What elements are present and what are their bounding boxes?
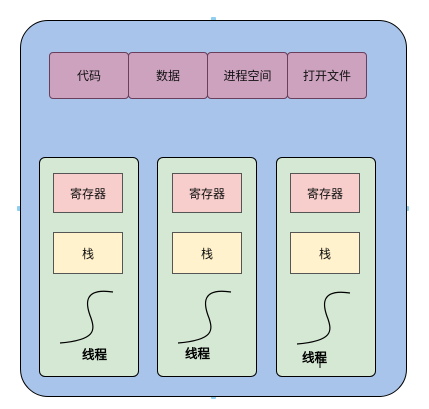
register-box-2[interactable]: 寄存器 [172, 173, 242, 213]
thread-curve-1 [59, 290, 114, 344]
thread-curve-2 [177, 290, 232, 344]
register-box-1[interactable]: 寄存器 [53, 173, 123, 213]
thread-label-2: 线程 [185, 346, 211, 361]
stack-box-3[interactable]: 栈 [290, 232, 360, 274]
thread-label-3: 线程 [302, 350, 328, 365]
register-box-3[interactable]: 寄存器 [290, 173, 360, 213]
stack-box-1[interactable]: 栈 [53, 232, 123, 274]
thread-curve-3 [296, 291, 351, 345]
shared-resource-process-space[interactable]: 进程空间 [207, 52, 288, 99]
selection-handle-top[interactable] [211, 17, 216, 22]
selection-handle-left[interactable] [17, 206, 22, 211]
shared-resource-open-files[interactable]: 打开文件 [287, 52, 367, 99]
shared-resource-code[interactable]: 代码 [49, 52, 129, 99]
stack-box-2[interactable]: 栈 [172, 232, 242, 274]
shared-resource-data[interactable]: 数据 [128, 52, 208, 99]
thread-label-1: 线程 [82, 347, 108, 362]
